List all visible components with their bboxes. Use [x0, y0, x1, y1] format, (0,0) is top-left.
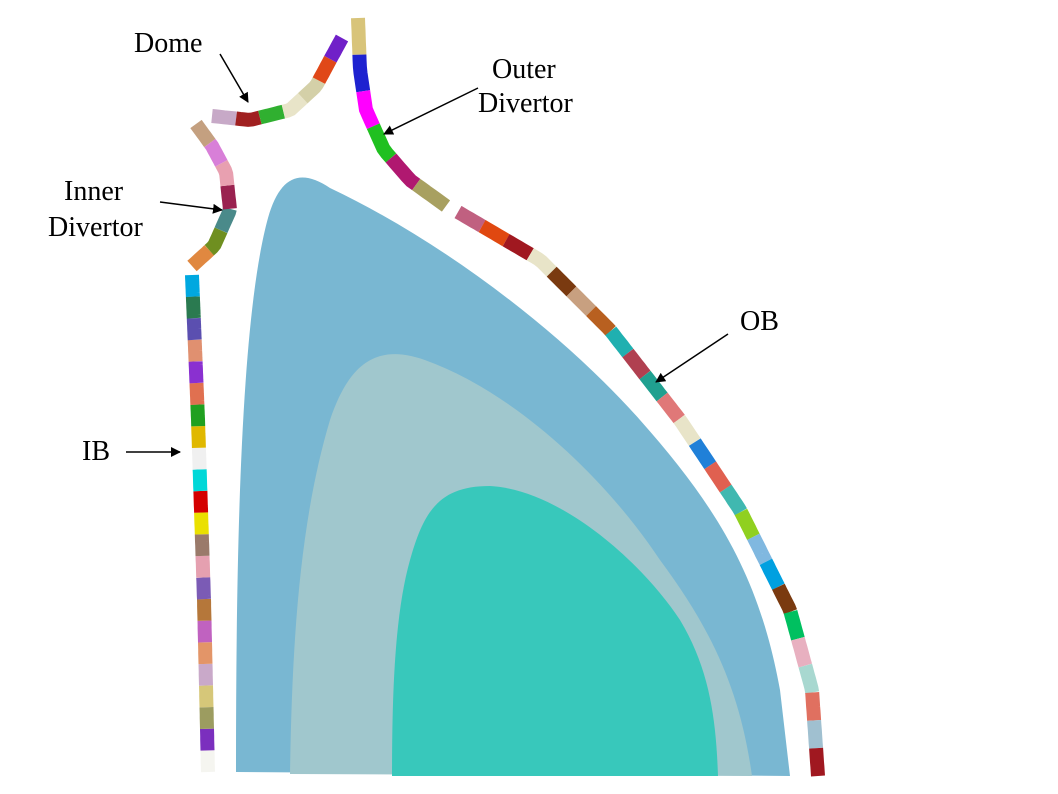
ib-segment: [190, 404, 206, 427]
ib-wall-segments: [185, 274, 215, 773]
ib-segment: [200, 750, 215, 773]
inner-divertor-segment: [190, 119, 216, 148]
ob-segment: [809, 747, 825, 777]
ib-segment: [198, 642, 213, 665]
dome-segment: [235, 110, 262, 127]
ib-segment: [186, 318, 202, 341]
ob-segment: [502, 234, 534, 261]
dome-segments: [211, 34, 349, 127]
ob-segment: [526, 248, 557, 277]
ob-segment: [747, 533, 773, 565]
outer-divertor-arrow: [383, 87, 479, 135]
ob-segment: [605, 326, 634, 358]
ob-segment: [805, 692, 822, 721]
dome-segment: [324, 34, 349, 63]
ob-segment: [639, 370, 668, 402]
ib-segment: [195, 555, 211, 578]
ob-segment: [807, 719, 824, 749]
ib-segment: [194, 534, 210, 557]
dome-segment: [298, 77, 326, 104]
ob-segment: [791, 636, 813, 668]
outer-divertor-segment: [412, 178, 451, 212]
inner-divertor-segment: [214, 206, 237, 234]
ob-segment: [734, 508, 760, 540]
ob-segment: [759, 558, 785, 590]
outer-divertor-segments: [351, 17, 451, 212]
outer-divertor-segment: [352, 54, 371, 93]
ib-segment: [188, 361, 204, 384]
inner-divertor-segment: [215, 159, 235, 187]
inner-divertor-label-line2: Divertor: [48, 212, 144, 243]
inner-divertor-segment: [187, 245, 215, 272]
dome-segment: [281, 93, 308, 119]
ib-segment: [185, 274, 200, 297]
ib-segment: [191, 447, 207, 470]
ib-segment: [193, 490, 209, 513]
ob-segment: [454, 205, 486, 233]
dome-segment: [211, 109, 237, 126]
ib-segment: [192, 469, 208, 492]
outer-divertor-label-line2: Divertor: [478, 88, 574, 119]
ib-segment: [194, 512, 209, 535]
outer-divertor-segment: [351, 17, 367, 55]
plasma-core-region: [392, 486, 718, 776]
ob-segment: [586, 306, 616, 336]
ob-segment: [673, 414, 701, 447]
outer-divertor-segment: [356, 90, 380, 130]
inner-divertor-segment: [204, 227, 228, 256]
ib-segment: [197, 598, 212, 621]
ob-segment: [688, 438, 717, 470]
ob-wall-segments: [454, 205, 825, 777]
ib-segment: [189, 382, 205, 405]
ob-segment: [656, 392, 685, 424]
ib-segment: [191, 426, 206, 448]
dome-segment: [258, 104, 285, 125]
inner-divertor-segments: [187, 119, 237, 272]
ob-segment: [546, 266, 577, 297]
inner-divertor-segment: [204, 138, 228, 167]
ob-label: OB: [740, 306, 779, 337]
ib-segment: [187, 339, 203, 362]
ob-segment: [783, 609, 805, 641]
ob-segment: [719, 484, 747, 516]
ib-segment: [199, 685, 214, 708]
ib-segment: [196, 577, 211, 600]
dome-arrow: [219, 53, 249, 103]
ob-segment: [798, 663, 820, 694]
outer-divertor-label-line1: Outer: [492, 54, 556, 85]
outer-divertor-segment: [385, 153, 421, 191]
ob-segment: [566, 286, 597, 317]
ob-segment: [478, 220, 510, 247]
outer-divertor-segment: [366, 123, 397, 163]
ob-arrow: [655, 333, 729, 383]
dome-label: Dome: [134, 28, 202, 59]
ob-segment: [772, 583, 798, 615]
ib-segment: [198, 663, 213, 686]
ob-segment: [622, 348, 651, 380]
dome-segment: [312, 55, 337, 84]
inner-divertor-arrow: [159, 201, 223, 214]
inner-divertor-segment: [220, 184, 237, 210]
ib-segment: [200, 728, 215, 751]
ib-segment: [185, 296, 201, 319]
inner-divertor-label-line1: Inner: [64, 176, 124, 207]
ib-segment: [199, 707, 214, 729]
ib-label: IB: [82, 436, 110, 467]
ob-segment: [704, 461, 732, 493]
ib-segment: [197, 620, 212, 643]
